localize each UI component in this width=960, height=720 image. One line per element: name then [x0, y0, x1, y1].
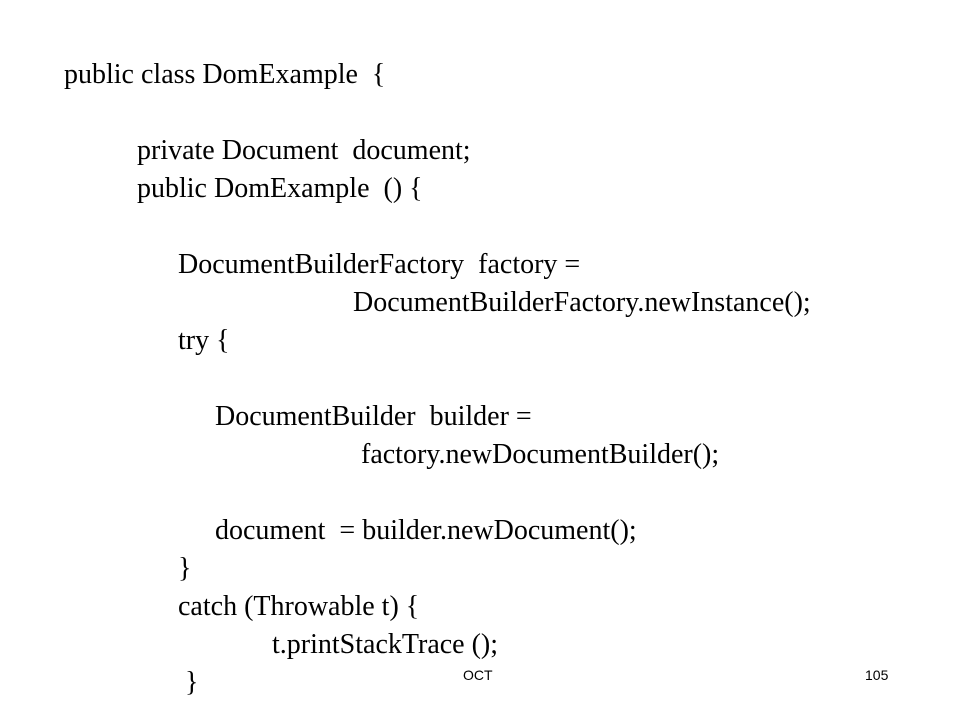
- code-line-field-declaration: private Document document;: [137, 135, 471, 166]
- code-line-catch-close: }: [185, 667, 199, 698]
- footer-label: OCT: [463, 667, 493, 683]
- code-line-try: try {: [178, 325, 230, 356]
- code-line-class-declaration: public class DomExample {: [64, 59, 386, 90]
- code-line-print-stack-trace: t.printStackTrace ();: [272, 629, 499, 660]
- code-line-document-assignment: document = builder.newDocument();: [215, 515, 637, 546]
- code-line-constructor-declaration: public DomExample () {: [137, 173, 423, 204]
- page-number: 105: [865, 667, 889, 683]
- code-line-catch: catch (Throwable t) {: [178, 591, 420, 622]
- code-line-builder-declaration: DocumentBuilder builder =: [215, 401, 532, 432]
- code-line-try-close: }: [178, 553, 192, 584]
- code-line-builder-instance: factory.newDocumentBuilder();: [361, 439, 720, 470]
- code-line-factory-instance: DocumentBuilderFactory.newInstance();: [353, 287, 811, 318]
- code-line-factory-declaration: DocumentBuilderFactory factory =: [178, 249, 581, 280]
